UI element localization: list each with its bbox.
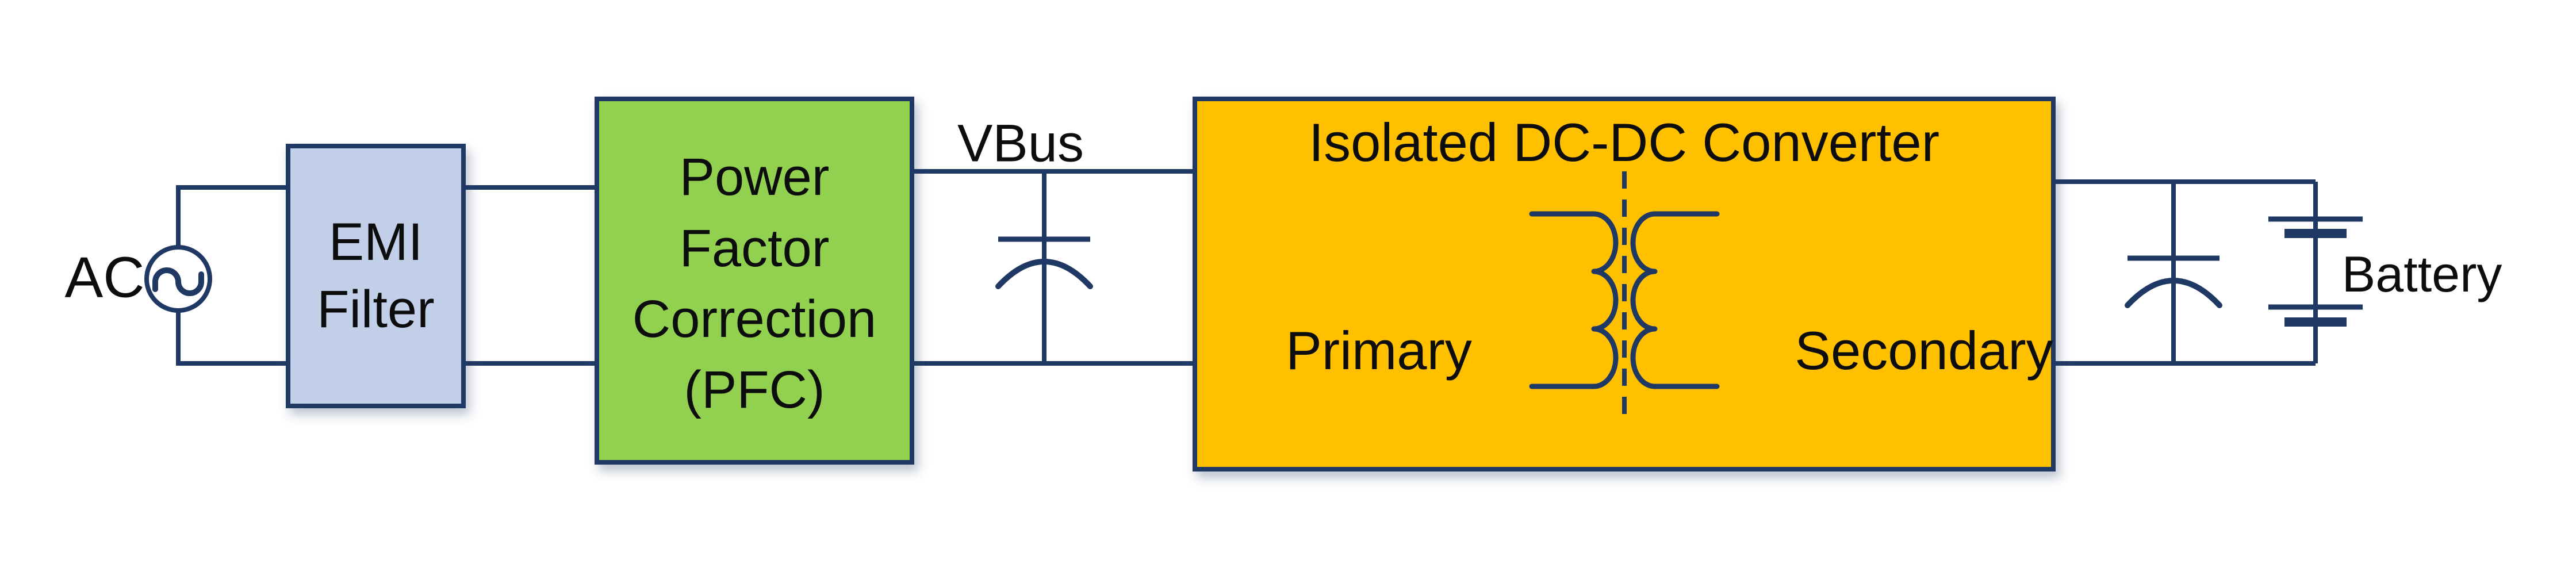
pfc-label-line: Correction xyxy=(632,290,877,348)
pfc-label-line: (PFC) xyxy=(684,361,825,420)
output-capacitor-icon xyxy=(2125,182,2222,363)
pfc-label-line: Factor xyxy=(679,218,830,278)
bus-capacitor-icon xyxy=(995,171,1093,363)
output-capacitor-curved-plate xyxy=(2125,278,2222,308)
sine-wave-icon xyxy=(152,267,204,296)
ac-source-icon xyxy=(144,245,212,313)
dcdc-title: Isolated DC-DC Converter xyxy=(1308,112,1940,172)
ac-source-circle xyxy=(144,245,212,313)
bus-capacitor-curved-plate xyxy=(995,259,1093,289)
emi-label-line: Filter xyxy=(317,280,435,339)
ac-source-label: AC xyxy=(64,245,145,310)
wire-ac-top xyxy=(176,185,286,248)
pfc-label-line: Power xyxy=(679,148,830,207)
pfc-block: Power Factor Correction (PFC) xyxy=(595,97,914,465)
emi-label-line: EMI xyxy=(328,213,423,272)
isolated-dcdc-converter-block: Isolated DC-DC Converter Primary Seconda… xyxy=(1193,97,2056,471)
dcdc-primary-label: Primary xyxy=(1286,320,1472,381)
vbus-label: VBus xyxy=(957,114,1084,173)
emi-filter-block: EMI Filter xyxy=(286,144,466,408)
battery-label: Battery xyxy=(2341,246,2502,302)
dcdc-secondary-label: Secondary xyxy=(1795,320,2053,381)
wire-ac-bottom xyxy=(176,309,286,366)
